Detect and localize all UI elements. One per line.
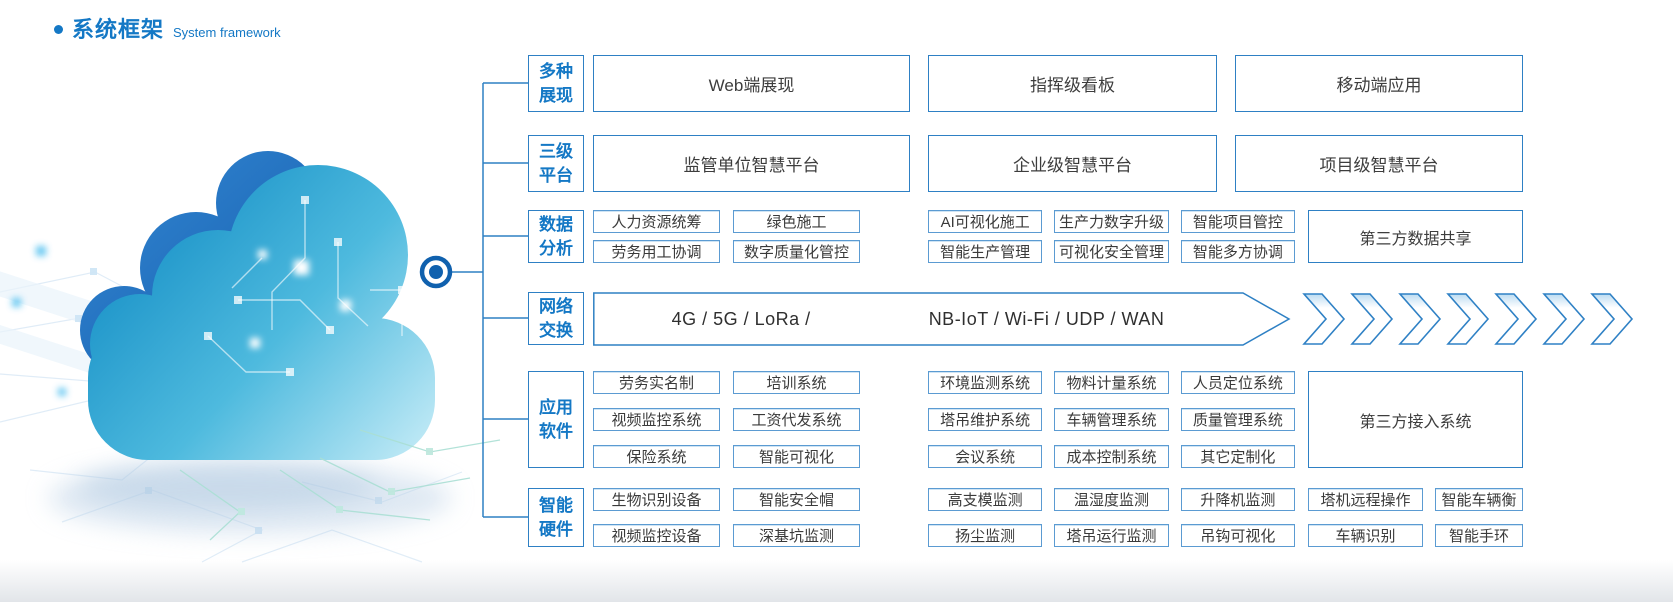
box-item: 数字质量化管控 bbox=[733, 240, 860, 263]
box-item: 保险系统 bbox=[593, 445, 720, 468]
cloud-illustration bbox=[0, 151, 501, 563]
box-item: 人力资源统筹 bbox=[593, 210, 720, 233]
data-analysis-group-left: 人力资源统筹 绿色施工 劳务用工协调 数字质量化管控 bbox=[593, 210, 860, 263]
box-item: 视频监控设备 bbox=[593, 524, 720, 547]
box-item: 质量管理系统 bbox=[1180, 408, 1295, 431]
box-item: 生产力数字升级 bbox=[1054, 210, 1169, 233]
box-item: 吊钩可视化 bbox=[1180, 524, 1295, 547]
network-band bbox=[593, 292, 1291, 346]
data-analysis-group-mid: AI可视化施工 生产力数字升级 智能项目管控 智能生产管理 可视化安全管理 智能… bbox=[928, 210, 1295, 263]
row-label-display: 多种展现 bbox=[528, 55, 584, 112]
cloud-front-layer bbox=[88, 165, 435, 460]
app-software-group-mid: 环境监测系统 物料计量系统 人员定位系统 塔吊维护系统 车辆管理系统 质量管理系… bbox=[928, 371, 1295, 468]
smart-hardware-group-mid: 高支模监测 温湿度监测 升降机监测 扬尘监测 塔吊运行监测 吊钩可视化 bbox=[928, 488, 1295, 547]
app-software-group-left: 劳务实名制 培训系统 视频监控系统 工资代发系统 保险系统 智能可视化 bbox=[593, 371, 860, 468]
chevron-arrows-icon bbox=[1302, 293, 1634, 345]
box-item: 培训系统 bbox=[733, 371, 860, 394]
box-project-platform: 项目级智慧平台 bbox=[1235, 135, 1523, 192]
box-item: 智能可视化 bbox=[733, 445, 860, 468]
box-item: 工资代发系统 bbox=[733, 408, 860, 431]
box-item: 绿色施工 bbox=[733, 210, 860, 233]
box-item: 环境监测系统 bbox=[928, 371, 1043, 394]
network-text-left: 4G / 5G / LoRa / bbox=[671, 308, 811, 329]
box-item: 塔吊维护系统 bbox=[928, 408, 1043, 431]
row-label-platform: 三级平台 bbox=[528, 135, 584, 192]
network-text-right: NB-IoT / Wi-Fi / UDP / WAN bbox=[928, 308, 1165, 329]
box-item: 会议系统 bbox=[928, 445, 1043, 468]
cloud-circuit-traces bbox=[207, 200, 403, 373]
title-zh: 系统框架 bbox=[72, 17, 165, 42]
row-label-app-software: 应用软件 bbox=[528, 371, 584, 468]
row-label-smart-hardware: 智能硬件 bbox=[528, 488, 584, 547]
box-item: 劳务用工协调 bbox=[593, 240, 720, 263]
box-item: 视频监控系统 bbox=[593, 408, 720, 431]
row-label-network: 网络交换 bbox=[528, 292, 584, 345]
box-item: 智能安全帽 bbox=[733, 488, 860, 511]
box-web-display: Web端展现 bbox=[593, 55, 910, 112]
box-item: 高支模监测 bbox=[928, 488, 1043, 511]
box-item: 生物识别设备 bbox=[593, 488, 720, 511]
box-item: 劳务实名制 bbox=[593, 371, 720, 394]
title-en: System framework bbox=[173, 25, 281, 40]
bullet-icon bbox=[54, 25, 63, 34]
box-item: 塔吊运行监测 bbox=[1054, 524, 1169, 547]
box-item: 车辆管理系统 bbox=[1054, 408, 1169, 431]
section-title: 系统框架 System framework bbox=[54, 12, 281, 44]
smart-hardware-group-right: 塔机远程操作 智能车辆衡 车辆识别 智能手环 bbox=[1308, 488, 1523, 547]
box-third-party-access: 第三方接入系统 bbox=[1308, 371, 1523, 468]
box-item: 扬尘监测 bbox=[928, 524, 1043, 547]
box-item: 温湿度监测 bbox=[1054, 488, 1169, 511]
network-protocols-text: 4G / 5G / LoRa / NB-IoT / Wi-Fi / UDP / … bbox=[593, 292, 1243, 346]
box-item: 深基坑监测 bbox=[733, 524, 860, 547]
box-item: AI可视化施工 bbox=[928, 210, 1043, 233]
box-item: 智能车辆衡 bbox=[1435, 488, 1523, 511]
box-item: 成本控制系统 bbox=[1054, 445, 1169, 468]
box-item: 升降机监测 bbox=[1180, 488, 1295, 511]
box-item: 车辆识别 bbox=[1308, 524, 1423, 547]
box-command-board: 指挥级看板 bbox=[928, 55, 1217, 112]
box-item: 智能项目管控 bbox=[1180, 210, 1295, 233]
box-mobile-app: 移动端应用 bbox=[1235, 55, 1523, 112]
row-label-data-analysis: 数据分析 bbox=[528, 210, 584, 263]
box-item: 人员定位系统 bbox=[1180, 371, 1295, 394]
box-item: 塔机远程操作 bbox=[1308, 488, 1423, 511]
box-item: 其它定制化 bbox=[1180, 445, 1295, 468]
bottom-gray-band bbox=[0, 560, 1673, 602]
box-enterprise-platform: 企业级智慧平台 bbox=[928, 135, 1217, 192]
box-item: 智能多方协调 bbox=[1180, 240, 1295, 263]
box-third-party-data-share: 第三方数据共享 bbox=[1308, 210, 1523, 263]
box-item: 智能生产管理 bbox=[928, 240, 1043, 263]
smart-hardware-group-left: 生物识别设备 智能安全帽 视频监控设备 深基坑监测 bbox=[593, 488, 860, 547]
box-item: 可视化安全管理 bbox=[1054, 240, 1169, 263]
box-item: 智能手环 bbox=[1435, 524, 1523, 547]
box-item: 物料计量系统 bbox=[1054, 371, 1169, 394]
box-regulator-platform: 监管单位智慧平台 bbox=[593, 135, 910, 192]
